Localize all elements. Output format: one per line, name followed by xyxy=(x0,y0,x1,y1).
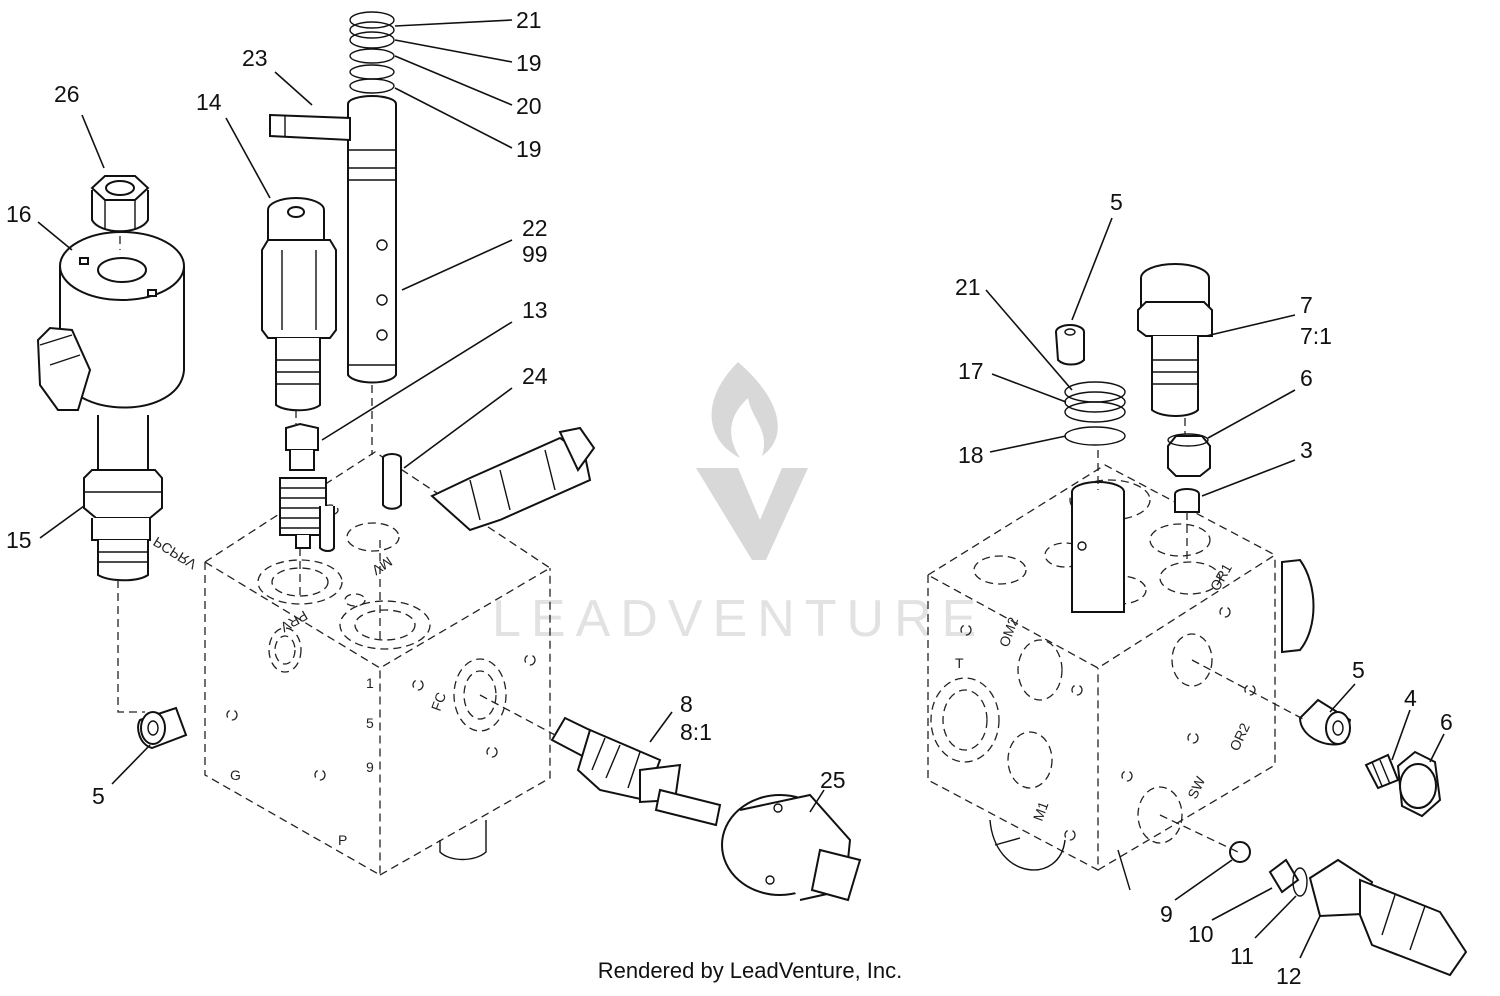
port-label-prv: PRV xyxy=(277,607,310,635)
port-label-p: P xyxy=(338,832,347,848)
part-11-seal xyxy=(1292,867,1308,897)
port-label-or1: OR1 xyxy=(1207,560,1235,593)
callout-99: 99 xyxy=(522,241,548,267)
part-22-spool xyxy=(347,95,397,384)
callout-19-lower: 19 xyxy=(516,136,542,162)
callout-9: 9 xyxy=(1160,901,1173,927)
part-15-cartridge xyxy=(83,415,163,582)
callout-25: 25 xyxy=(820,767,846,793)
callout-18: 18 xyxy=(958,442,984,468)
parts-19-20-21-rings xyxy=(349,11,395,94)
left-block-connector xyxy=(430,426,596,532)
port-label-m1: M1 xyxy=(1030,799,1052,823)
part-5-left-plug xyxy=(137,706,188,750)
port-label-pcprv: PCPRV xyxy=(150,534,200,573)
callout-6-top: 6 xyxy=(1300,365,1313,391)
callout-14: 14 xyxy=(196,89,222,115)
part-13-poppet xyxy=(279,422,327,549)
port-label-mv: MV xyxy=(368,554,395,579)
part-12-sensor xyxy=(1308,858,1468,977)
callout-26: 26 xyxy=(54,81,80,107)
callout-13: 13 xyxy=(522,297,548,323)
left-assembly-lines xyxy=(117,236,556,736)
part-5-side-plug xyxy=(1298,698,1352,746)
callout-21-top: 21 xyxy=(516,7,542,33)
part-14-relief-valve xyxy=(261,197,337,412)
port-label-om2: OM2 xyxy=(996,615,1021,649)
callout-7-1: 7:1 xyxy=(1300,323,1332,349)
part-6-top-plug xyxy=(1167,433,1211,477)
callout-19-upper: 19 xyxy=(516,50,542,76)
part-3-insert xyxy=(1174,488,1200,513)
callout-22: 22 xyxy=(522,215,548,241)
callout-16: 16 xyxy=(6,201,32,227)
render-credit: Rendered by LeadVenture, Inc. xyxy=(597,958,903,983)
callout-12: 12 xyxy=(1276,963,1302,989)
callout-5-side: 5 xyxy=(1352,657,1365,683)
port-label-fc: FC xyxy=(428,690,449,713)
callout-3: 3 xyxy=(1300,437,1313,463)
watermark-logo: LEADVENTURE xyxy=(492,362,986,648)
right-assembly-lines xyxy=(1097,418,1306,853)
part-4-orifice xyxy=(1364,753,1400,790)
callout-8: 8 xyxy=(680,691,693,717)
port-label-t: T xyxy=(955,655,964,671)
part-10-seat xyxy=(1268,858,1300,894)
part-23-lever xyxy=(269,113,351,142)
callout-17: 17 xyxy=(958,358,984,384)
port-label-or2: OR2 xyxy=(1226,720,1253,753)
part-13-rod xyxy=(319,506,335,552)
callout-23: 23 xyxy=(242,45,268,71)
part-24-pin xyxy=(382,453,402,510)
parts-17-18-21-right xyxy=(1064,381,1126,613)
callout-5-top-right: 5 xyxy=(1110,189,1123,215)
callout-7: 7 xyxy=(1300,292,1313,318)
callout-6-side: 6 xyxy=(1440,709,1453,735)
port-label-9: 9 xyxy=(366,759,374,775)
callout-11: 11 xyxy=(1230,943,1254,969)
callout-20: 20 xyxy=(516,93,542,119)
part-26-nut xyxy=(90,175,150,233)
part-6-side-plug xyxy=(1396,750,1442,818)
leader-lines xyxy=(37,19,1445,959)
part-8-cartridge xyxy=(550,716,722,827)
port-label-g: G xyxy=(230,767,241,783)
callout-21-right: 21 xyxy=(955,274,981,300)
port-label-5: 5 xyxy=(366,715,374,731)
part-7-valve xyxy=(1137,263,1213,417)
port-label-1: 1 xyxy=(366,675,374,691)
part-16-coil xyxy=(36,231,185,411)
callout-labels: 21 19 20 19 23 26 14 16 22 99 13 24 15 5… xyxy=(6,7,1453,989)
callout-10: 10 xyxy=(1188,921,1214,947)
callout-8-1: 8:1 xyxy=(680,719,712,745)
callout-5-left: 5 xyxy=(92,783,105,809)
part-25-knob xyxy=(721,793,862,902)
callout-4: 4 xyxy=(1404,685,1417,711)
part-5-top-plug xyxy=(1055,324,1085,366)
port-label-sw: SW xyxy=(1184,773,1208,801)
right-manifold-block: OM2 T OR2 OR1 M1 SW xyxy=(926,464,1315,891)
part-9-ball xyxy=(1229,841,1251,863)
callout-24: 24 xyxy=(522,363,548,389)
callout-15: 15 xyxy=(6,527,32,553)
watermark-text: LEADVENTURE xyxy=(492,590,986,648)
